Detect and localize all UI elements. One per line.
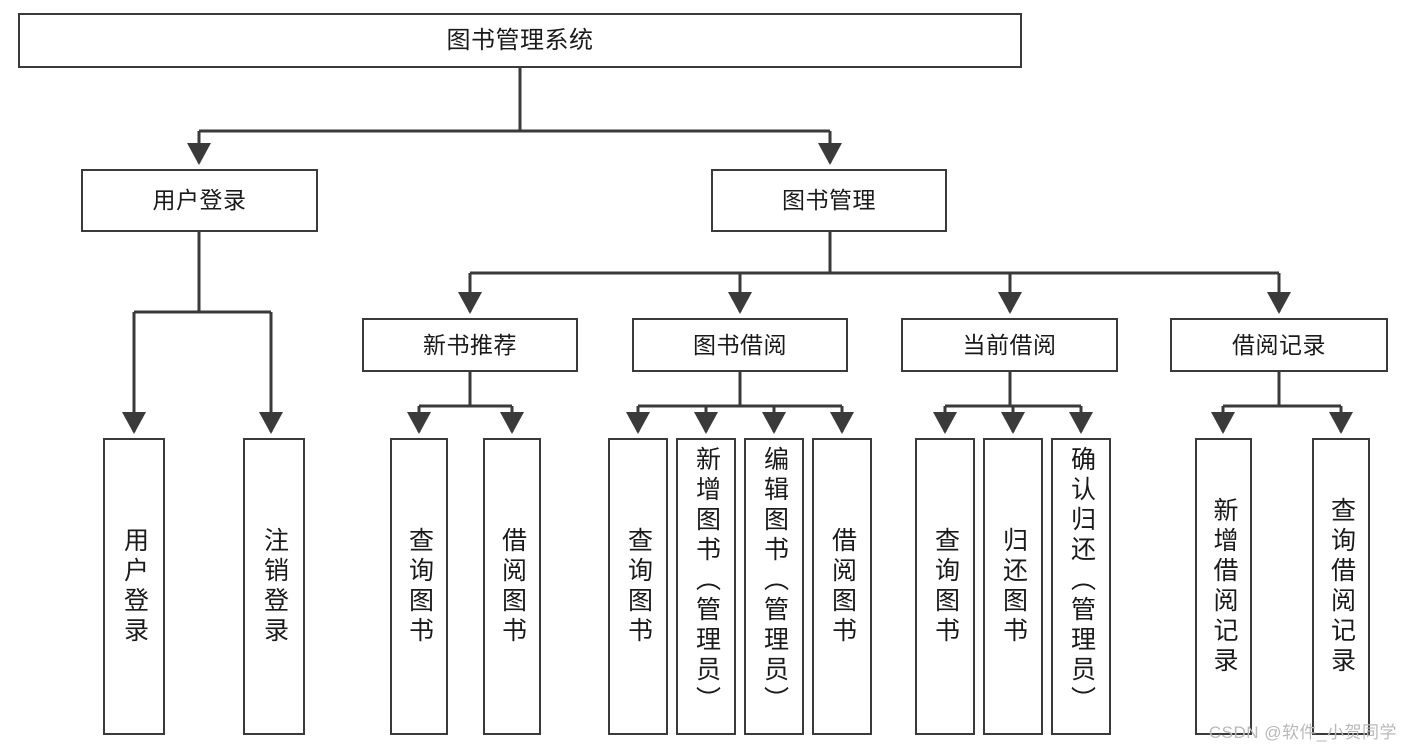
leaf-query-book-current[interactable]: 查询图书 bbox=[915, 438, 975, 735]
node-label: 查询图书 bbox=[931, 526, 960, 647]
node-label: 查询图书 bbox=[624, 526, 653, 647]
leaf-borrow-book-newbook[interactable]: 借阅图书 bbox=[483, 438, 541, 735]
leaf-confirm-return-admin[interactable]: 确认归还（管理员） bbox=[1051, 438, 1111, 735]
node-label: 用户登录 bbox=[120, 526, 149, 647]
node-label: 图书借阅 bbox=[693, 331, 787, 358]
node-label: 注销登录 bbox=[260, 526, 289, 647]
node-label: 用户登录 bbox=[152, 187, 247, 214]
node-label: 确认归还（管理员） bbox=[1067, 446, 1096, 716]
node-label: 图书管理系统 bbox=[446, 26, 594, 54]
node-root-system[interactable]: 图书管理系统 bbox=[18, 13, 1022, 68]
node-book-management[interactable]: 图书管理 bbox=[711, 169, 947, 232]
node-label: 查询借阅记录 bbox=[1327, 496, 1356, 677]
node-label: 借阅图书 bbox=[498, 526, 527, 647]
leaf-add-borrow-record[interactable]: 新增借阅记录 bbox=[1195, 438, 1252, 735]
node-label: 新增图书（管理员） bbox=[692, 446, 721, 716]
leaf-query-borrow-record[interactable]: 查询借阅记录 bbox=[1312, 438, 1370, 735]
node-borrow-record[interactable]: 借阅记录 bbox=[1170, 318, 1388, 372]
leaf-borrow-book[interactable]: 借阅图书 bbox=[812, 438, 872, 735]
node-current-borrow[interactable]: 当前借阅 bbox=[901, 318, 1118, 372]
node-label: 图书管理 bbox=[782, 187, 876, 214]
node-new-book-recommend[interactable]: 新书推荐 bbox=[362, 318, 578, 372]
node-label: 查询图书 bbox=[405, 526, 434, 647]
leaf-query-book-newbook[interactable]: 查询图书 bbox=[390, 438, 448, 735]
leaf-return-book[interactable]: 归还图书 bbox=[983, 438, 1043, 735]
node-label: 新书推荐 bbox=[423, 331, 517, 358]
leaf-logout[interactable]: 注销登录 bbox=[243, 438, 305, 735]
node-label: 编辑图书（管理员） bbox=[760, 446, 789, 716]
leaf-query-book-borrow[interactable]: 查询图书 bbox=[608, 438, 668, 735]
node-label: 借阅记录 bbox=[1232, 331, 1326, 358]
node-book-borrow[interactable]: 图书借阅 bbox=[632, 318, 848, 372]
node-label: 归还图书 bbox=[999, 526, 1028, 647]
leaf-add-book-admin[interactable]: 新增图书（管理员） bbox=[676, 438, 736, 735]
node-label: 新增借阅记录 bbox=[1210, 496, 1238, 677]
node-user-login[interactable]: 用户登录 bbox=[81, 169, 318, 232]
csdn-watermark: CSDN @软件_小贺同学 bbox=[1208, 723, 1397, 742]
leaf-edit-book-admin[interactable]: 编辑图书（管理员） bbox=[744, 438, 804, 735]
node-label: 当前借阅 bbox=[962, 331, 1057, 358]
node-label: 借阅图书 bbox=[828, 526, 857, 647]
leaf-user-login[interactable]: 用户登录 bbox=[103, 438, 165, 735]
